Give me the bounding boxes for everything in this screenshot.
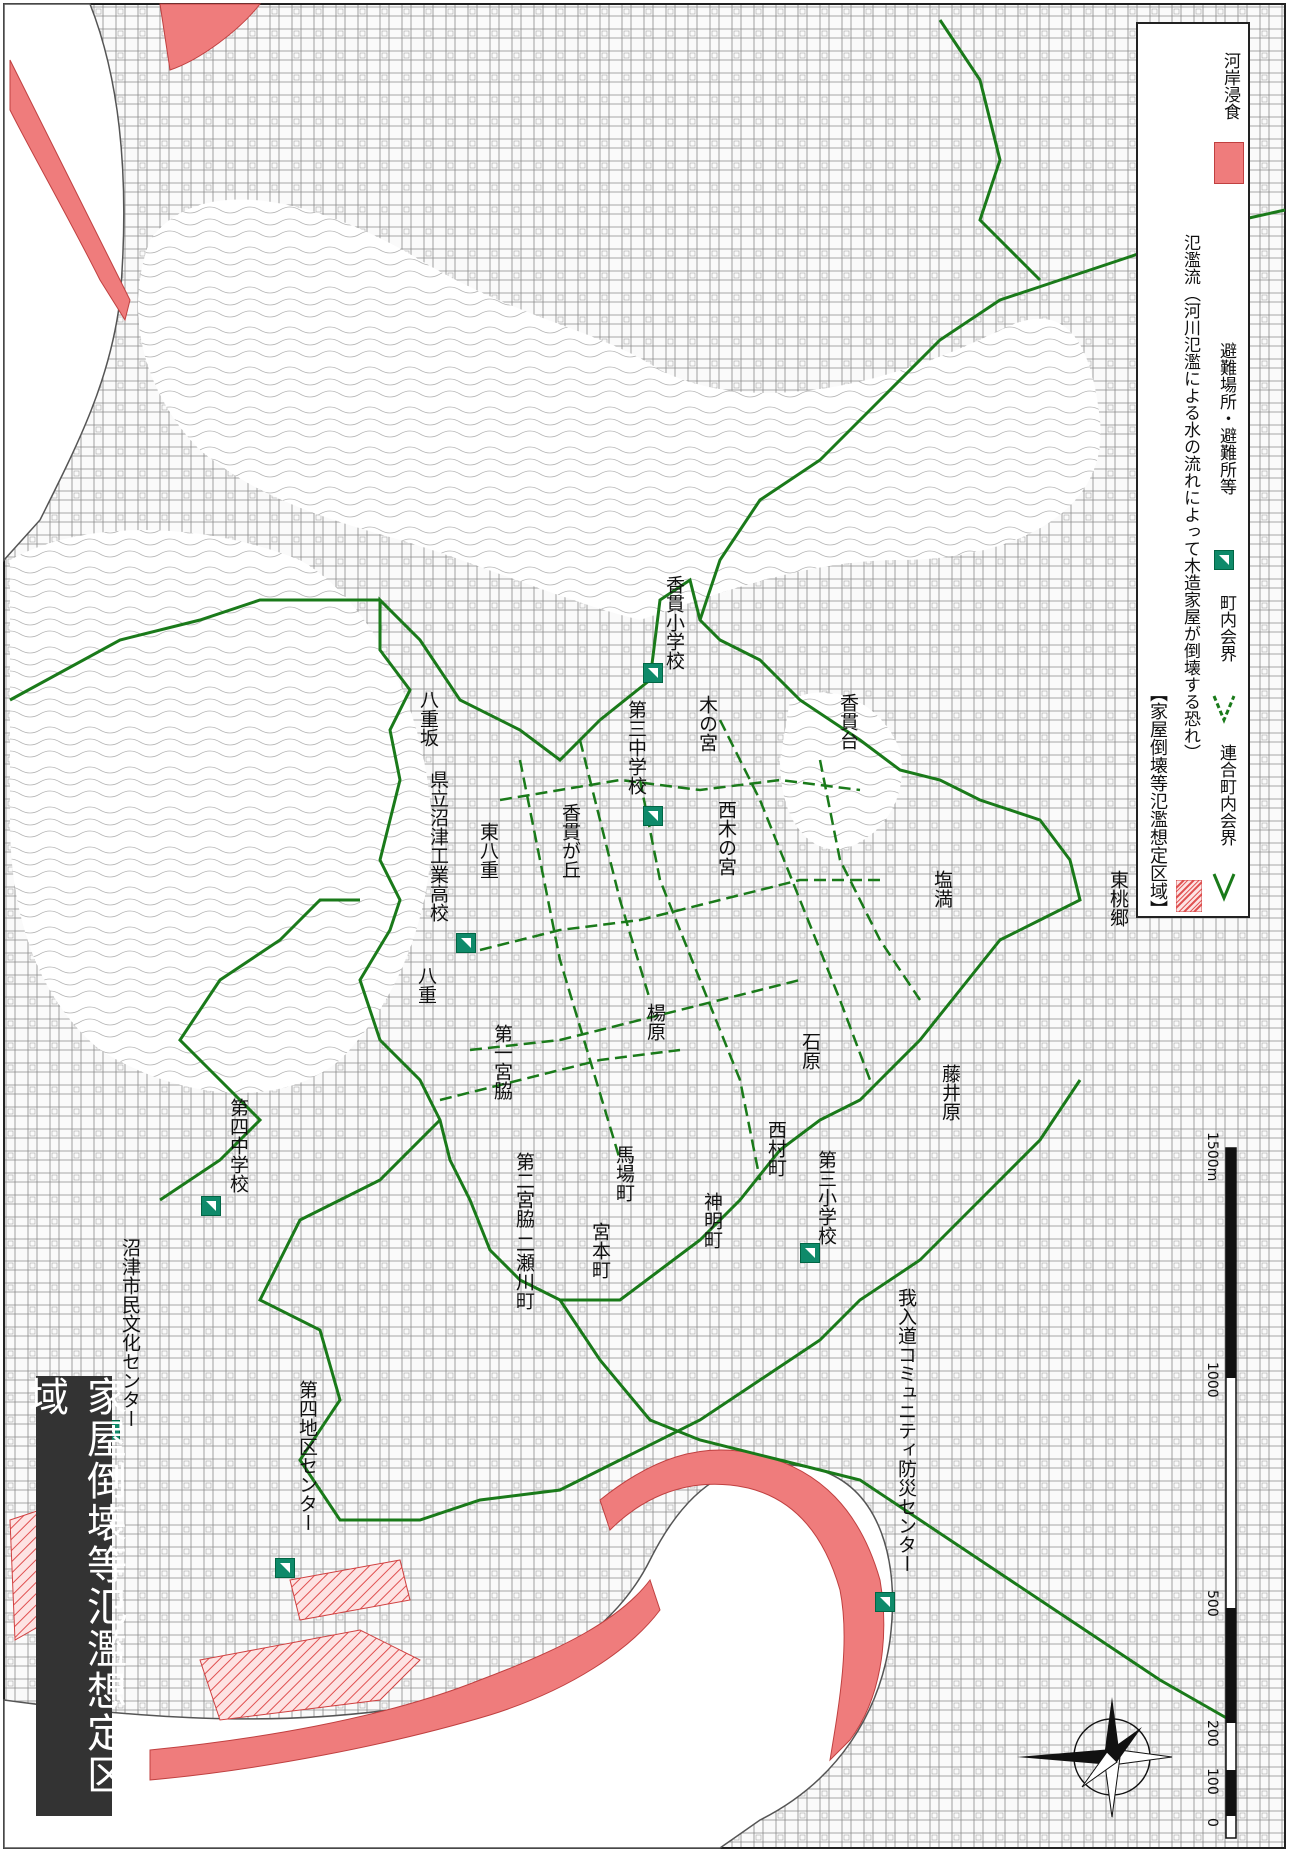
- green-solid-line: [1212, 873, 1236, 902]
- place-label: 楊原: [644, 1003, 666, 1041]
- district-boundary-south: [558, 1299, 1231, 1722]
- scale-tick-label: 200: [1204, 1720, 1220, 1747]
- shelter-icon: [800, 1243, 820, 1263]
- place-label: 第一宮脇: [491, 1024, 513, 1100]
- north-arrow-icon: [1017, 1697, 1173, 1818]
- scale-tick-label: 0: [1204, 1818, 1220, 1827]
- shelter-icon: [643, 663, 663, 683]
- legend-item-label: 連合町内会界: [1216, 744, 1236, 846]
- district-boundary-northwest: [9, 598, 380, 1202]
- neighborhood-boundaries: [439, 719, 922, 1181]
- place-label: 八重: [415, 966, 437, 1004]
- place-label: 我入道コミュニティ防災センター: [895, 1288, 917, 1573]
- hill-contour-area-west: [10, 530, 432, 1093]
- shelter-icon: [456, 933, 476, 953]
- place-label: 第三中学校: [625, 700, 647, 795]
- legend-box: 【家屋倒壊等氾濫想定区域】 氾濫流（河川氾濫による水の流れによって木造家屋が倒壊…: [1136, 22, 1250, 918]
- flood-flow-hatch-1: [289, 1559, 411, 1621]
- shelter-icon: [201, 1196, 221, 1216]
- scale-tick-label: 1000: [1204, 1362, 1220, 1398]
- flood-flow-hatch-2: [199, 1629, 421, 1721]
- place-label: 西村町: [765, 1120, 787, 1177]
- legend-item-label: 避難場所・避難所等: [1216, 342, 1236, 495]
- legend-item-label: 氾濫流（河川氾濫による水の流れによって木造家屋が倒壊する恐れ）: [1180, 234, 1200, 761]
- legend-heading: 【家屋倒壊等氾濫想定区域】: [1147, 684, 1168, 918]
- scale-tick-label: 500: [1204, 1590, 1220, 1617]
- district-boundary-west: [257, 1079, 1082, 1522]
- place-label: 八重坂: [417, 690, 439, 747]
- scale-tick-label: 100: [1204, 1768, 1220, 1795]
- place-label: 香貫が丘: [559, 803, 581, 879]
- place-label: 第四地区センター: [296, 1380, 318, 1532]
- hill-contour-area-north: [138, 199, 1101, 621]
- hatch-red-swatch: [1176, 880, 1202, 912]
- shelter-icon: [643, 806, 663, 826]
- place-label: 東八重: [477, 822, 499, 879]
- bank-erosion-north2: [159, 3, 262, 71]
- shelter-icon: [275, 1558, 295, 1578]
- shelter-icon: [875, 1592, 895, 1612]
- legend-item-label: 町内会界: [1216, 594, 1236, 662]
- place-label: 石原: [799, 1032, 821, 1070]
- hill-contour-area-kanukidai: [780, 692, 902, 850]
- place-label: 二瀬川町: [513, 1234, 535, 1310]
- bank-erosion-southwest: [149, 1578, 661, 1781]
- place-label: 馬場町: [613, 1145, 635, 1202]
- legend-item-label: 河岸浸食: [1220, 52, 1240, 120]
- scale-bar: [1225, 1147, 1237, 1839]
- place-label: 東桃郷: [1107, 870, 1129, 927]
- place-label: 塩満: [931, 870, 953, 908]
- place-label: 宮本町: [589, 1222, 611, 1279]
- place-label: 西木の宮: [715, 800, 737, 876]
- place-label: 第三小学校: [815, 1150, 837, 1245]
- map-title-box: 家屋倒壊等氾濫想定区域: [22, 1376, 126, 1816]
- map-title: 家屋倒壊等氾濫想定区域: [22, 1376, 126, 1796]
- place-label: 第二宮脇: [513, 1152, 535, 1228]
- place-label: 藤井原: [939, 1064, 961, 1121]
- district-boundary-main: [358, 577, 1082, 1302]
- shelter-icon: [1214, 550, 1234, 570]
- scale-tick-label: 1500m: [1204, 1132, 1220, 1182]
- green-dashed-line: [1212, 695, 1236, 724]
- place-label: 香貫台: [837, 693, 859, 750]
- place-label: 神明町: [701, 1192, 723, 1249]
- bank-erosion-north: [9, 59, 131, 322]
- place-label: 県立沼津工業高校: [427, 770, 449, 922]
- solid-red-swatch: [1214, 142, 1244, 184]
- place-label: 沼津市民文化センター: [119, 1238, 141, 1428]
- place-label: 第四中学校: [227, 1098, 249, 1193]
- place-label: 木の宮: [696, 695, 718, 752]
- place-label: 香貫小学校: [663, 575, 685, 670]
